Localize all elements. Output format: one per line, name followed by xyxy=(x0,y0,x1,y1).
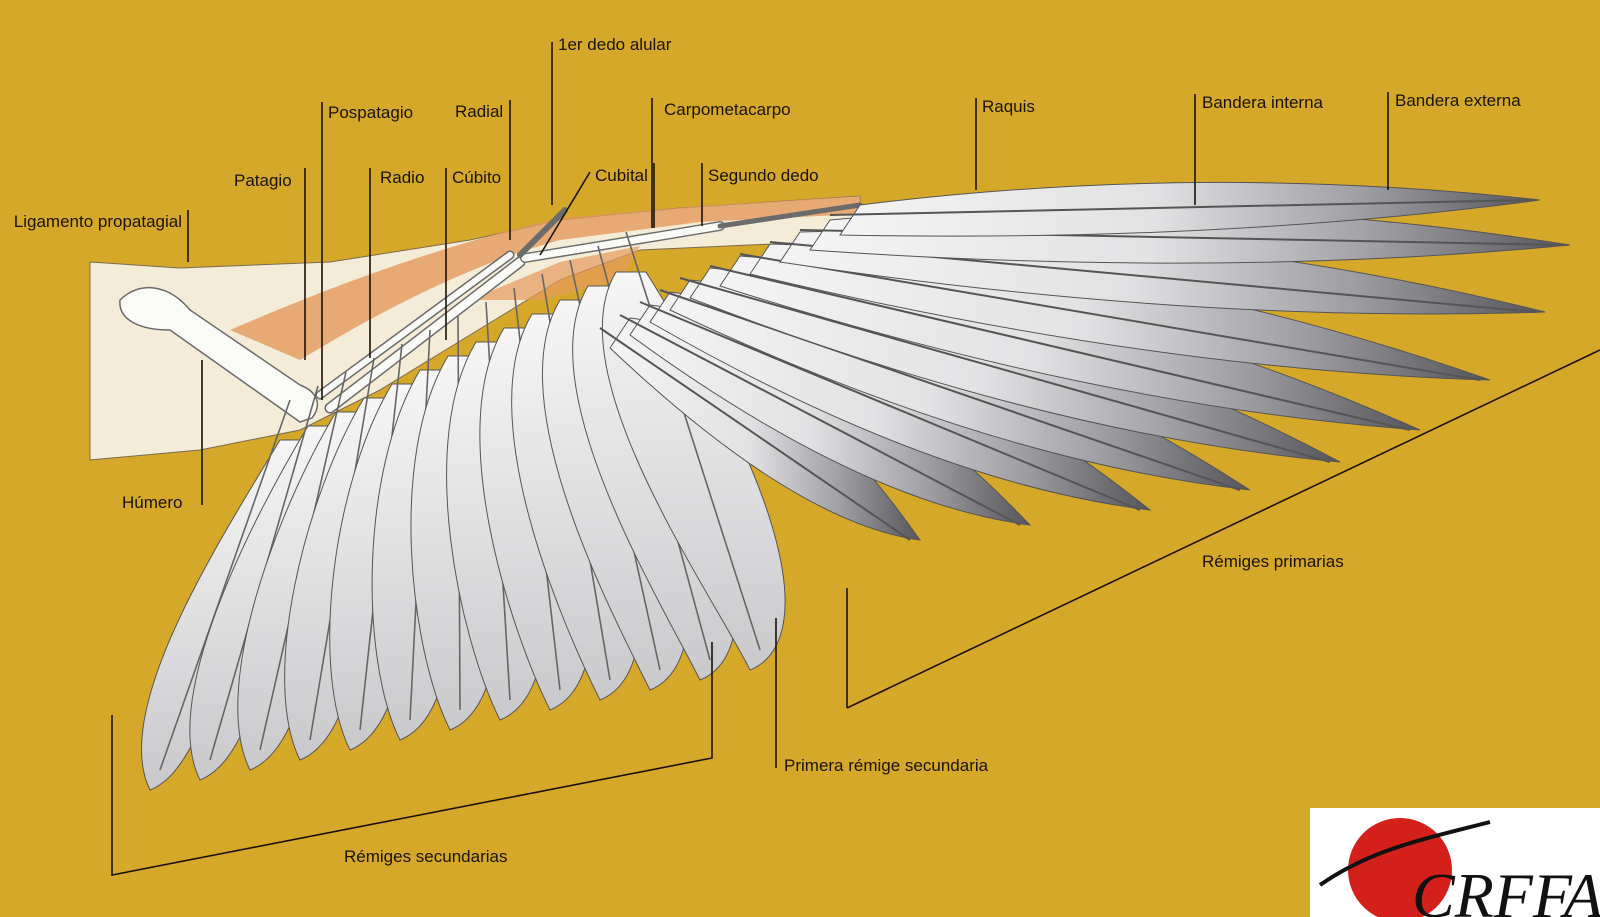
logo-bird-stroke xyxy=(1318,820,1491,887)
humerus-bone xyxy=(119,286,319,423)
label-bandera-externa: Bandera externa xyxy=(1395,91,1521,110)
label-raquis: Raquis xyxy=(982,97,1035,116)
feather-rachis xyxy=(625,231,761,651)
feather-rachis xyxy=(739,253,1481,381)
label-cubito: Cúbito xyxy=(452,168,501,187)
logo-text: CRFFA xyxy=(1412,860,1600,917)
label-carpometacarpo: Carpometacarpo xyxy=(664,100,791,119)
primary-feather xyxy=(839,181,1541,237)
muscle-strip-lower xyxy=(470,246,640,300)
leader-remiges-secundarias xyxy=(111,642,713,876)
feather-rachis xyxy=(679,277,1331,463)
digit-bone xyxy=(717,202,863,229)
crffa-logo: CRFFA xyxy=(1310,808,1600,917)
leader-cubital xyxy=(539,171,591,256)
label-remiges-secundarias: Rémiges secundarias xyxy=(344,847,507,866)
labels: 1er dedo alular Pospatagio Radial Carpom… xyxy=(14,35,1521,866)
label-bandera-interna: Bandera interna xyxy=(1202,93,1324,112)
feather-rachis xyxy=(619,314,1021,526)
feather-rachis xyxy=(599,327,911,541)
label-cubital: Cubital xyxy=(595,166,648,185)
feather-rachis xyxy=(159,399,291,771)
ulna-bone-fill xyxy=(326,258,524,412)
label-primera-remige-secundaria: Primera rémige secundaria xyxy=(784,756,989,775)
label-ligamento-propatagial: Ligamento propatagial xyxy=(14,212,182,231)
label-humero: Húmero xyxy=(122,493,182,512)
carpometacarpus-bone-fill xyxy=(521,222,724,262)
label-segundo-dedo: Segundo dedo xyxy=(708,166,819,185)
feather-rachis xyxy=(709,265,1411,431)
label-dedo-alular: 1er dedo alular xyxy=(558,35,672,54)
label-radio: Radio xyxy=(380,168,424,187)
leader-lines xyxy=(111,42,1600,876)
leader-remiges-primarias xyxy=(846,349,1600,709)
label-radial: Radial xyxy=(455,102,503,121)
label-pospatagio: Pospatagio xyxy=(328,103,413,122)
secondary-feathers-group xyxy=(140,231,786,791)
primary-feathers-group xyxy=(599,181,1571,541)
label-remiges-primarias: Rémiges primarias xyxy=(1202,552,1344,571)
feather-rachis xyxy=(829,199,1531,216)
label-patagio: Patagio xyxy=(234,171,292,190)
alular-digit-bone xyxy=(517,207,568,258)
radius-bone-fill xyxy=(317,252,513,398)
logo-sun xyxy=(1348,818,1452,917)
feather-rachis xyxy=(639,301,1141,511)
